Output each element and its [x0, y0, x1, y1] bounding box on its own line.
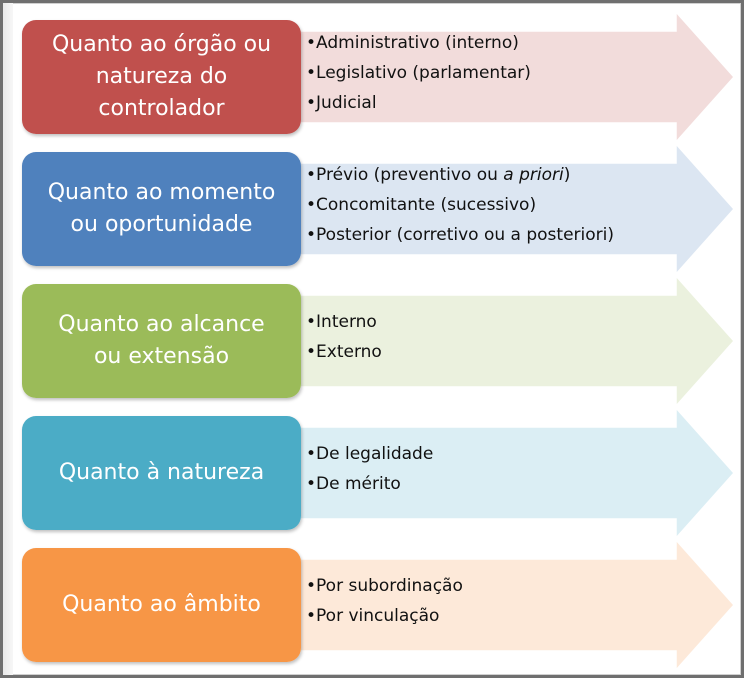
arrow-body: [295, 274, 736, 408]
category-box: Quanto ao âmbito: [22, 548, 301, 662]
chevron-arrow-shape: [295, 274, 736, 408]
bullet-item-por-vinculacao: Por vinculação: [306, 601, 463, 631]
category-label: Quanto ao momento ou oportunidade: [47, 180, 276, 237]
bullet-item-por-subordinacao: Por subordinação: [306, 571, 463, 601]
category-row: Quanto à natureza De legalidadeDe mérito: [0, 406, 744, 540]
bullet-item-previo-preventivo-ou-a-priori: Prévio (preventivo ou a priori): [306, 160, 614, 190]
bullet-list: De legalidadeDe mérito: [306, 439, 433, 499]
bullet-item-externo: Externo: [306, 337, 382, 367]
bullet-item-interno: Interno: [306, 307, 382, 337]
category-label: Quanto ao âmbito: [62, 592, 261, 617]
bullet-item-de-merito: De mérito: [306, 469, 433, 499]
bullet-item-concomitante-sucessivo: Concomitante (sucessivo): [306, 190, 614, 220]
category-label: Quanto ao alcance ou extensão: [58, 312, 265, 369]
bullet-item-administrativo-interno: Administrativo (interno): [306, 28, 531, 58]
background-window-edge: [3, 3, 13, 675]
bullet-item-judicial: Judicial: [306, 88, 531, 118]
bullet-item-legislativo-parlamentar: Legislativo (parlamentar): [306, 58, 531, 88]
category-row: Quanto ao momento ou oportunidade Prévio …: [0, 142, 744, 276]
bullet-list: Administrativo (interno)Legislativo (par…: [306, 28, 531, 118]
category-row: Quanto ao órgão ou natureza do controlad…: [0, 10, 744, 144]
bullet-list: InternoExterno: [306, 307, 382, 367]
category-row: Quanto ao alcance ou extensão InternoExte…: [0, 274, 744, 408]
category-box: Quanto ao alcance ou extensão: [22, 284, 301, 398]
bullet-list: Prévio (preventivo ou a priori)Concomita…: [306, 160, 614, 250]
bullet-list: Por subordinaçãoPor vinculação: [306, 571, 463, 631]
category-box: Quanto ao órgão ou natureza do controlad…: [22, 20, 301, 134]
bullet-item-posterior-corretivo-ou-a-posteriori: Posterior (corretivo ou a posteriori): [306, 220, 614, 250]
category-label: Quanto à natureza: [58, 460, 265, 485]
bullet-item-de-legalidade: De legalidade: [306, 439, 433, 469]
category-label: Quanto ao órgão ou natureza do controlad…: [51, 32, 272, 121]
category-box: Quanto à natureza: [22, 416, 301, 530]
category-box: Quanto ao momento ou oportunidade: [22, 152, 301, 266]
category-row: Quanto ao âmbito Por subordinaçãoPor vinc…: [0, 538, 744, 672]
